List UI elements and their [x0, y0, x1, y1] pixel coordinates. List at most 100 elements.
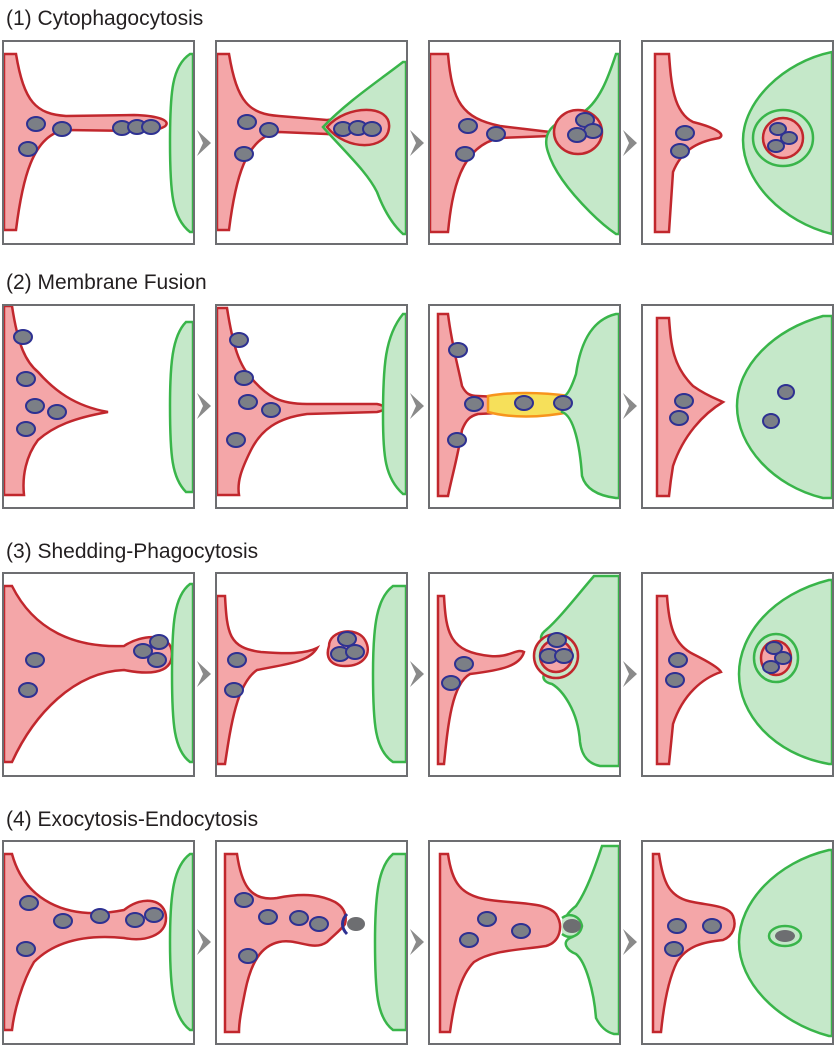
recipient-cell	[564, 844, 619, 1036]
nucleus	[345, 644, 365, 660]
nucleus	[259, 122, 279, 138]
nucleus	[18, 141, 38, 157]
recipient-cell	[168, 320, 193, 494]
step-arrow-icon	[623, 661, 637, 687]
nucleus	[362, 121, 382, 137]
panel-4-3	[428, 840, 621, 1045]
step-arrow-icon	[410, 130, 424, 156]
nucleus	[762, 660, 780, 674]
step-arrow-icon	[623, 130, 637, 156]
nucleus	[774, 651, 792, 665]
nucleus	[226, 432, 246, 448]
nucleus	[454, 656, 474, 672]
nucleus	[567, 127, 587, 143]
nucleus	[486, 126, 506, 142]
donor-cell	[4, 852, 168, 1032]
donor-cell	[653, 52, 723, 234]
step-arrow-icon	[410, 929, 424, 955]
nucleus	[455, 146, 475, 162]
step-arrow-icon	[197, 661, 211, 687]
nucleus	[554, 648, 574, 664]
nucleus	[141, 119, 161, 135]
nucleus	[125, 912, 145, 928]
nucleus	[767, 139, 785, 153]
nucleus	[664, 941, 684, 957]
nucleus	[477, 911, 497, 927]
nucleus	[229, 332, 249, 348]
nucleus	[25, 652, 45, 668]
nucleus	[458, 118, 478, 134]
row-title-2: (2) Membrane Fusion	[6, 271, 207, 294]
step-arrow-icon	[410, 661, 424, 687]
nucleus	[309, 916, 329, 932]
nucleus	[674, 393, 694, 409]
nucleus	[16, 371, 36, 387]
nucleus	[13, 329, 33, 345]
nucleus	[669, 410, 689, 426]
nucleus	[234, 370, 254, 386]
panel-3-4	[641, 572, 834, 777]
donor-cell	[4, 306, 109, 497]
panel-4-1	[2, 840, 195, 1045]
nucleus	[19, 895, 39, 911]
row-title-1: (1) Cytophagocytosis	[6, 7, 204, 30]
nucleus	[675, 125, 695, 141]
nucleus	[459, 932, 479, 948]
nucleus	[665, 672, 685, 688]
panel-1-2	[215, 40, 408, 245]
panel-1-1	[2, 40, 195, 245]
nucleus	[52, 121, 72, 137]
nucleus	[769, 122, 787, 136]
recipient-cell	[321, 60, 406, 236]
nucleus	[133, 643, 153, 659]
panel-1-4	[641, 40, 834, 245]
nucleus	[18, 682, 38, 698]
nucleus	[547, 632, 567, 648]
recipient-cell	[168, 852, 193, 1032]
nucleus	[448, 342, 468, 358]
panel-2-1	[2, 304, 195, 509]
recipient-cell	[373, 852, 406, 1032]
nucleus	[762, 413, 780, 429]
nucleus	[261, 402, 281, 418]
recipient-cell	[560, 312, 619, 500]
panel-2-3	[428, 304, 621, 509]
nucleus	[234, 146, 254, 162]
step-arrow-icon	[197, 130, 211, 156]
step-arrow-icon	[623, 393, 637, 419]
nucleus	[234, 892, 254, 908]
nucleus	[668, 652, 688, 668]
nucleus	[144, 907, 164, 923]
nucleus	[670, 143, 690, 159]
nucleus	[258, 909, 278, 925]
nucleus	[224, 682, 244, 698]
panel-4-4	[641, 840, 834, 1045]
row-title-4: (4) Exocytosis-Endocytosis	[6, 808, 259, 831]
nucleus	[25, 398, 45, 414]
nucleus	[337, 631, 357, 647]
donor-cell	[223, 852, 347, 1034]
nucleus	[289, 910, 309, 926]
nucleus	[553, 395, 573, 411]
recipient-cell	[371, 584, 406, 764]
nucleus	[237, 114, 257, 130]
panel-3-3	[428, 572, 621, 777]
panel-3-1	[2, 572, 195, 777]
nucleus	[238, 948, 258, 964]
nucleus	[149, 634, 169, 650]
nucleus	[26, 116, 46, 132]
nucleus	[514, 395, 534, 411]
panel-2-4	[641, 304, 834, 509]
panel-1-3	[428, 40, 621, 245]
recipient-cell	[170, 582, 193, 764]
nucleus	[780, 131, 798, 145]
nucleus	[238, 394, 258, 410]
nucleus	[667, 918, 687, 934]
panel-4-2	[215, 840, 408, 1045]
nucleus	[53, 913, 73, 929]
nucleus	[90, 908, 110, 924]
recipient-cell	[735, 314, 832, 500]
donor-cell	[655, 594, 723, 766]
nucleus	[464, 396, 484, 412]
donor-cell	[217, 594, 321, 766]
